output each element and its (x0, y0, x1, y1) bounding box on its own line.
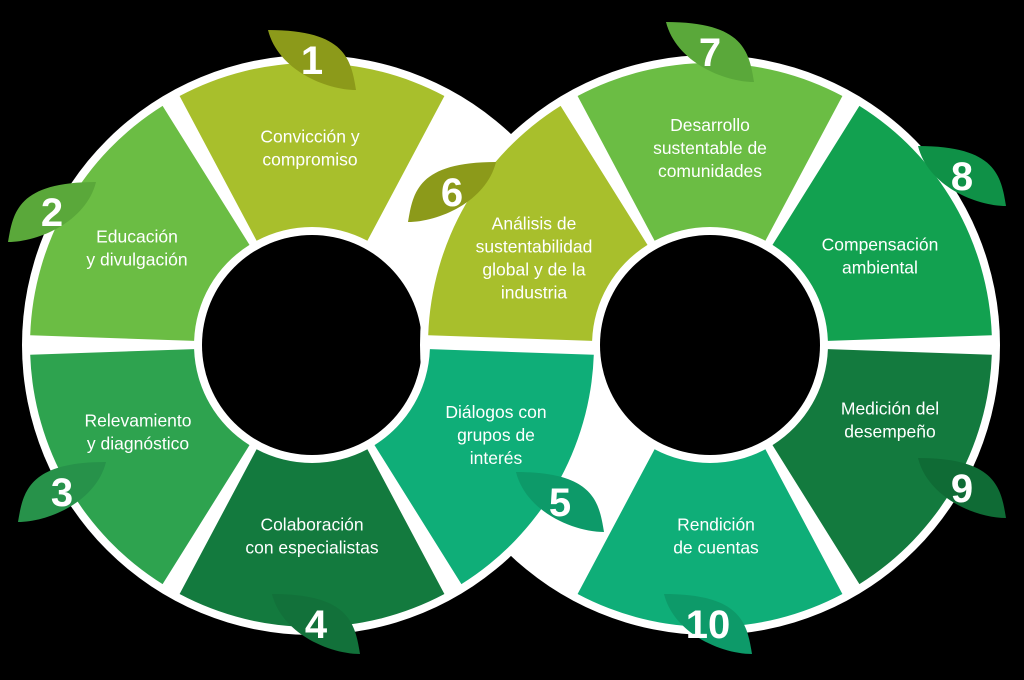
segments-layer (22, 55, 1000, 635)
step-label-line: global y de la (482, 260, 585, 280)
step-number-10: 10 (686, 603, 731, 647)
segment-step-10 (577, 449, 843, 628)
leaf-badge-6: 6 (408, 162, 496, 222)
leaf-icon (918, 458, 1006, 518)
leaf-icon (18, 462, 106, 522)
step-label-line: Diálogos con (445, 402, 546, 422)
step-label-line: Relevamiento (85, 411, 192, 431)
step-label-line: con especialistas (245, 538, 379, 558)
segment-step-8 (772, 105, 992, 341)
leaf-badge-10: 10 (664, 594, 752, 654)
segment-step-7 (577, 62, 843, 241)
leaf-badge-7: 7 (666, 22, 754, 82)
leaf-badge-3: 3 (18, 462, 106, 522)
step-label-1: Convicción y compromiso (260, 127, 359, 170)
leaf-icon (8, 182, 96, 242)
step-number-1: 1 (301, 39, 323, 83)
leaf-icon (666, 22, 754, 82)
segment-step-4 (179, 449, 445, 628)
leaf-icon (918, 146, 1006, 206)
leaves-layer: 1 2 3 4 5 6 7 8 9 10 (8, 22, 1006, 654)
leaf-badge-2: 2 (8, 182, 96, 242)
step-number-6: 6 (441, 171, 463, 215)
step-number-5: 5 (549, 481, 571, 525)
step-label-line: Compensación (822, 235, 939, 255)
leaf-icon (516, 472, 604, 532)
step-label-line: y diagnóstico (87, 434, 189, 454)
step-label-line: y divulgación (86, 250, 187, 270)
step-label-line: desempeño (844, 422, 935, 442)
segment-step-2 (30, 105, 250, 341)
step-number-2: 2 (41, 191, 63, 235)
segment-step-3 (30, 349, 250, 585)
step-number-7: 7 (699, 31, 721, 75)
step-label-line: Colaboración (260, 515, 363, 535)
leaf-badge-4: 4 (272, 594, 360, 654)
step-number-3: 3 (51, 471, 73, 515)
step-label-line: interés (470, 448, 523, 468)
step-number-9: 9 (951, 467, 973, 511)
leaf-icon (408, 162, 496, 222)
step-label-10: Rendición de cuentas (673, 515, 759, 558)
step-label-5: Diálogos con grupos de interés (445, 402, 546, 468)
step-label-2: Educación y divulgación (86, 227, 187, 270)
step-label-line: Educación (96, 227, 178, 247)
leaf-badge-8: 8 (918, 146, 1006, 206)
step-label-4: Colaboración con especialistas (245, 515, 379, 558)
step-label-line: Medición del (841, 399, 939, 419)
ring-hole-left (202, 235, 422, 455)
step-label-line: industria (501, 283, 567, 303)
step-label-line: Rendición (677, 515, 755, 535)
leaf-icon (268, 30, 356, 90)
step-label-line: sustentable de (653, 138, 767, 158)
step-label-line: Convicción y (260, 127, 359, 147)
leaf-badge-1: 1 (268, 30, 356, 90)
step-label-line: comunidades (658, 161, 762, 181)
step-label-9: Medición del desempeño (841, 399, 939, 442)
step-number-4: 4 (305, 603, 328, 647)
step-label-line: Análisis de (492, 214, 577, 234)
segment-step-5 (374, 349, 594, 585)
ring-hole-right (600, 235, 820, 455)
step-label-line: sustentabilidad (476, 237, 593, 257)
step-label-6: Análisis de sustentabilidad global y de la… (476, 214, 593, 303)
leaf-icon (272, 594, 360, 654)
step-label-3: Relevamiento y diagnóstico (85, 411, 192, 454)
segment-step-6 (428, 105, 648, 341)
step-label-line: compromiso (262, 150, 357, 170)
step-label-8: Compensación ambiental (822, 235, 939, 278)
step-label-line: grupos de (457, 425, 535, 445)
leaf-badge-5: 5 (516, 472, 604, 532)
step-label-line: Desarrollo (670, 115, 750, 135)
step-label-line: ambiental (842, 258, 918, 278)
segment-step-9 (772, 349, 992, 585)
step-label-7: Desarrollo sustentable de comunidades (653, 115, 767, 181)
step-number-8: 8 (951, 155, 973, 199)
segment-step-1 (179, 62, 445, 241)
step-label-line: de cuentas (673, 538, 759, 558)
leaf-icon (664, 594, 752, 654)
leaf-badge-9: 9 (918, 458, 1006, 518)
